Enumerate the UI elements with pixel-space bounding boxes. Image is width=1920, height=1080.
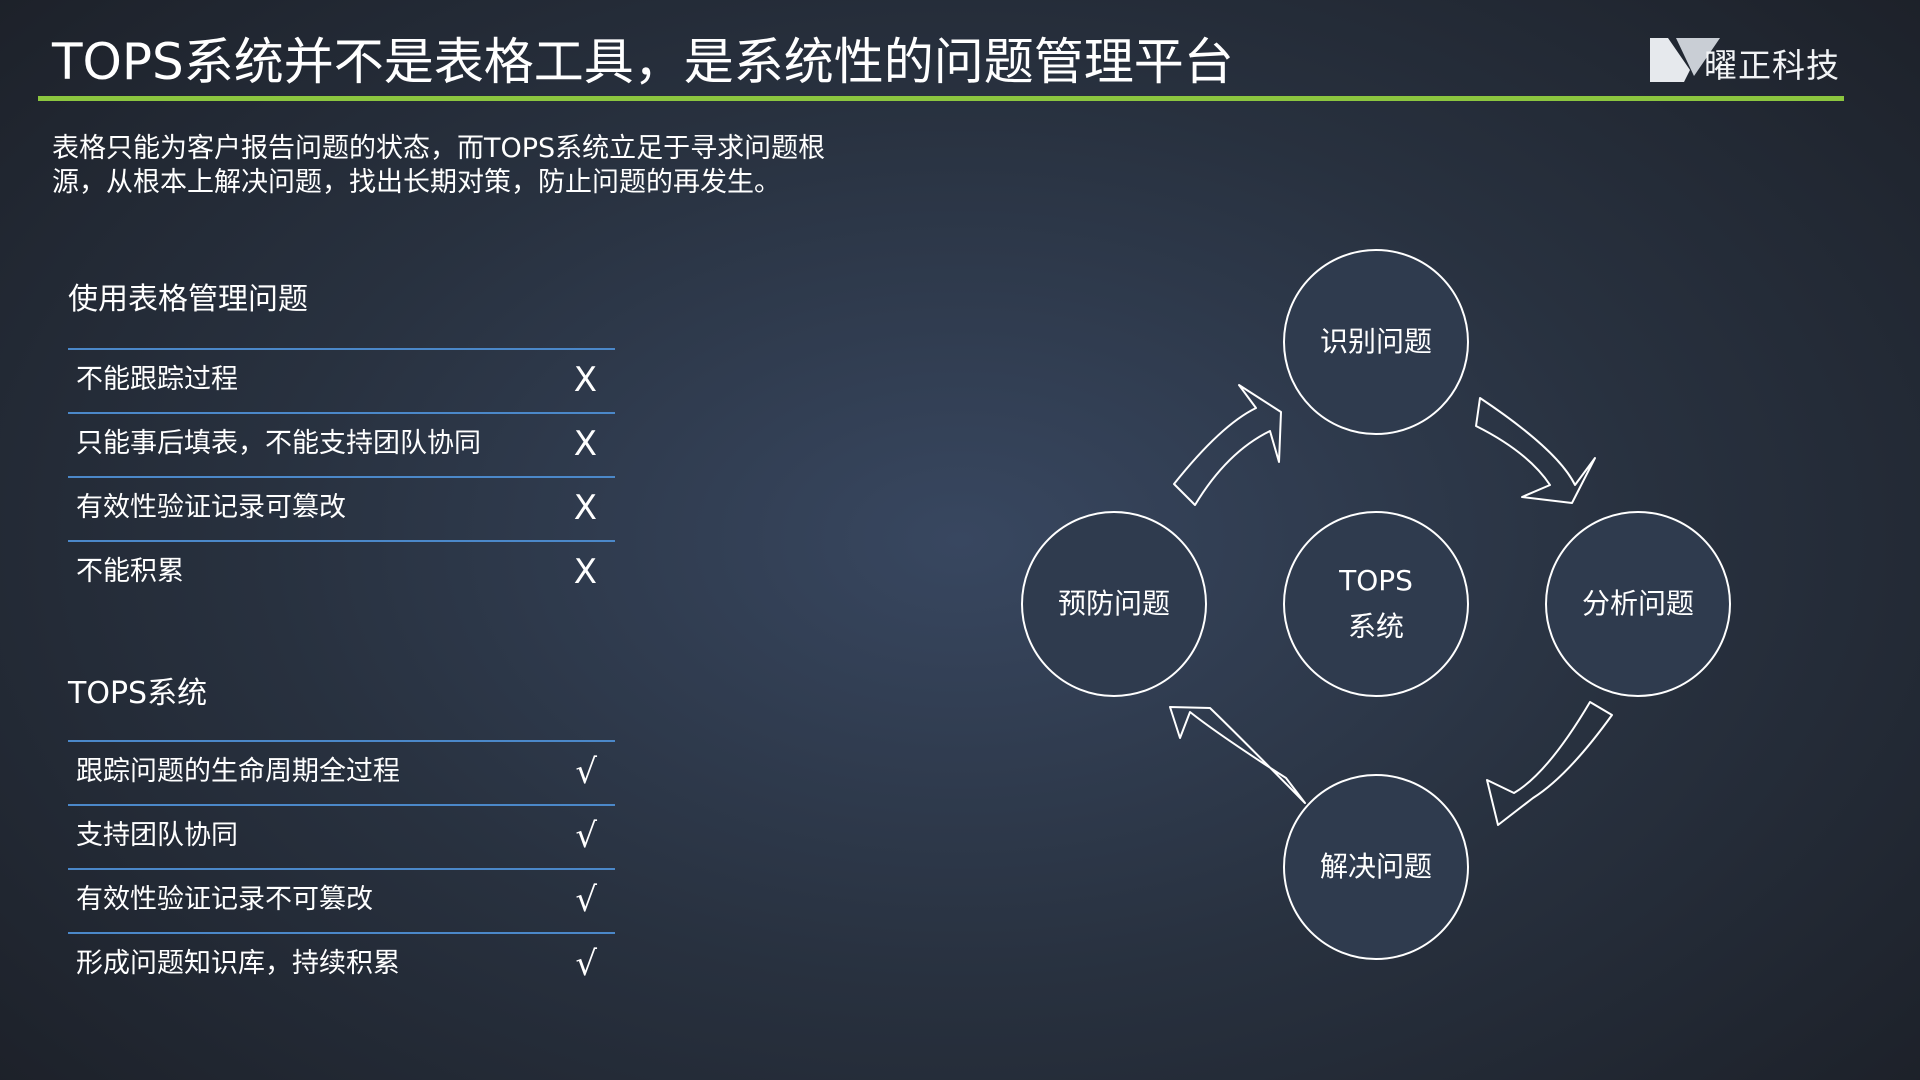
list-item: 有效性验证记录不可篡改 √ xyxy=(68,868,615,932)
cycle-arrow-icon xyxy=(1486,701,1613,826)
list-item: 跟踪问题的生命周期全过程 √ xyxy=(68,740,615,804)
check-mark-icon: √ xyxy=(575,816,597,856)
node-analyze-problem: 分析问题 xyxy=(1545,511,1731,697)
node-label: 解决问题 xyxy=(1319,850,1432,883)
list-item-label: 有效性验证记录不可篡改 xyxy=(76,884,373,915)
node-label: 预防问题 xyxy=(1057,587,1170,620)
cross-mark-icon: X xyxy=(573,360,597,400)
list-item: 支持团队协同 √ xyxy=(68,804,615,868)
list-item: 有效性验证记录可篡改 X xyxy=(68,476,615,540)
list-item: 只能事后填表，不能支持团队协同 X xyxy=(68,412,615,476)
company-logo: 曜正科技 xyxy=(1648,36,1848,86)
list-item-label: 支持团队协同 xyxy=(76,820,238,851)
list-item: 不能积累 X xyxy=(68,540,615,604)
node-identify-problem: 识别问题 xyxy=(1283,249,1469,435)
node-label: 分析问题 xyxy=(1581,587,1694,620)
list-item: 形成问题知识库，持续积累 √ xyxy=(68,932,615,996)
cross-mark-icon: X xyxy=(573,424,597,464)
list-item-label: 不能积累 xyxy=(76,556,184,587)
list-item-label: 不能跟踪过程 xyxy=(76,364,238,395)
list-item: 不能跟踪过程 X xyxy=(68,348,615,412)
list-item-label: 有效性验证记录可篡改 xyxy=(76,492,346,523)
check-mark-icon: √ xyxy=(575,880,597,920)
node-center-label: TOPS 系统 xyxy=(1339,558,1413,650)
node-center-line2: 系统 xyxy=(1347,610,1404,643)
spreadsheet-section-title: 使用表格管理问题 xyxy=(68,282,308,317)
cycle-arrow-icon xyxy=(1475,397,1596,504)
check-mark-icon: √ xyxy=(575,944,597,984)
cycle-arrow-icon xyxy=(1169,706,1306,804)
cross-mark-icon: X xyxy=(573,488,597,528)
list-item-label: 只能事后填表，不能支持团队协同 xyxy=(76,428,481,459)
node-solve-problem: 解决问题 xyxy=(1283,774,1469,960)
node-label: 识别问题 xyxy=(1319,325,1432,358)
list-item-label: 形成问题知识库，持续积累 xyxy=(76,948,400,979)
node-prevent-problem: 预防问题 xyxy=(1021,511,1207,697)
node-tops-system: TOPS 系统 xyxy=(1283,511,1469,697)
tops-list: 跟踪问题的生命周期全过程 √ 支持团队协同 √ 有效性验证记录不可篡改 √ 形成… xyxy=(68,740,615,996)
page-title: TOPS系统并不是表格工具，是系统性的问题管理平台 xyxy=(52,33,1234,91)
title-underline xyxy=(38,96,1844,101)
logo-mark-icon xyxy=(1650,38,1720,82)
spreadsheet-list: 不能跟踪过程 X 只能事后填表，不能支持团队协同 X 有效性验证记录可篡改 X … xyxy=(68,348,615,604)
tops-section-title: TOPS系统 xyxy=(68,676,208,711)
cycle-arrow-icon xyxy=(1173,384,1282,506)
check-mark-icon: √ xyxy=(575,752,597,792)
logo-text: 曜正科技 xyxy=(1704,46,1840,85)
list-item-label: 跟踪问题的生命周期全过程 xyxy=(76,756,400,787)
intro-text: 表格只能为客户报告问题的状态，而TOPS系统立足于寻求问题根源，从根本上解决问题… xyxy=(52,133,826,198)
node-center-line1: TOPS xyxy=(1339,564,1413,597)
cross-mark-icon: X xyxy=(573,552,597,592)
